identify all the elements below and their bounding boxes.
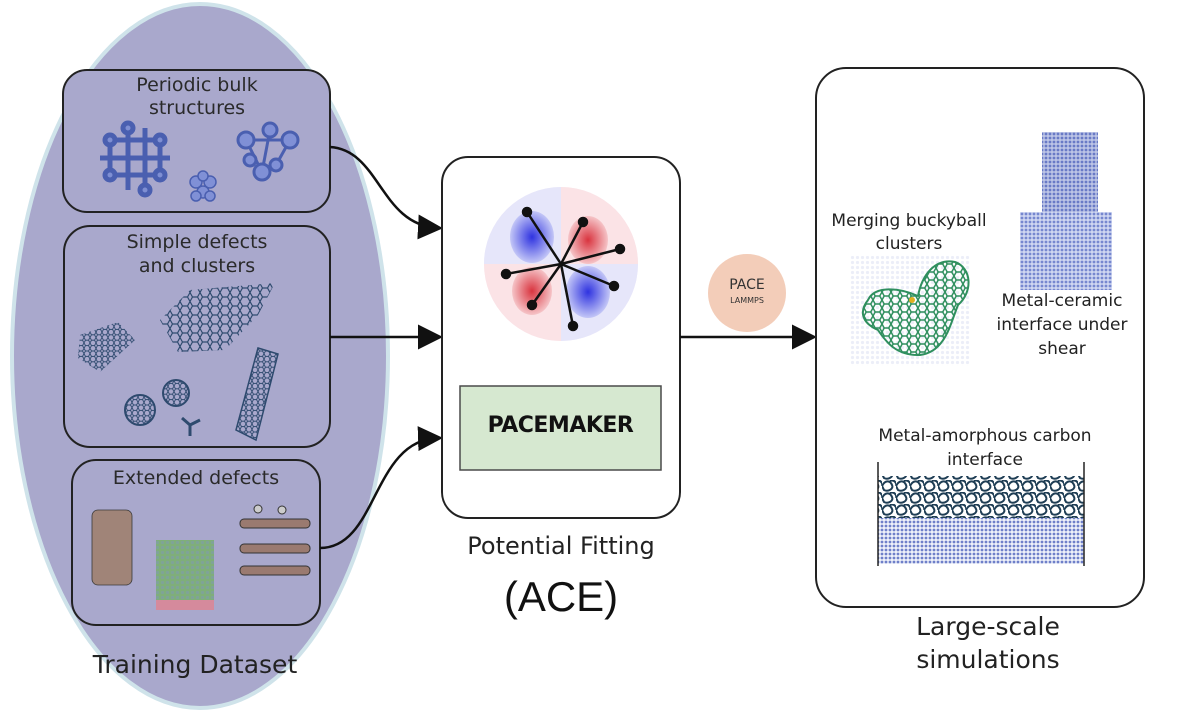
buckyball-icon-2 [162,379,190,407]
training-dataset-title: Training Dataset [92,650,298,679]
buckyball-merge-icon [850,256,970,366]
potential-fitting-caption: Potential Fitting [467,532,655,560]
pacemaker-label: PACEMAKER [487,413,634,438]
pace-badge-subtitle: LAMMPS [730,296,764,305]
layered-icon [239,504,311,576]
pace-lammps-badge [708,254,786,332]
ace-caption: (ACE) [503,573,619,620]
metal-ceramic-icon [1020,132,1112,290]
buckyball-label: Merging buckyball clusters [831,211,987,254]
metal-ceramic-label: Metal-ceramic interface under shear [996,291,1128,359]
buckyball-icon-1 [124,394,156,426]
pacemaker-box [459,385,662,471]
small-molecule-icon [181,416,201,436]
periodic-bulk-label: Periodic bulk structures [136,74,258,119]
extended-defects-box [71,459,321,626]
bulk-lattice-icon [100,120,170,198]
graphene-flake-icon [78,322,135,372]
simple-defects-box [63,225,331,448]
alloy-icon [156,540,214,610]
simple-defects-label: Simple defects and clusters [126,231,268,277]
bcc-cluster-icon [189,170,217,202]
metal-amorphous-label: Metal-amorphous carbon interface [878,426,1092,470]
extended-defects-label: Extended defects [112,467,280,489]
periodic-bulk-box [62,69,331,213]
graphene-sheet-icon [160,283,275,352]
fcc-lattice-icon [236,121,300,182]
metal-amorphous-interface-icon [877,462,1085,566]
arrow-extended-to-fitting [319,426,443,550]
nanotube-icon [235,347,279,442]
arrow-bulk-to-fitting [329,145,443,240]
pace-badge-title: PACE [729,277,765,293]
simulations-title: Large-scale simulations [916,612,1060,674]
ace-basis-icon [484,187,638,341]
slab-icon [91,509,133,586]
